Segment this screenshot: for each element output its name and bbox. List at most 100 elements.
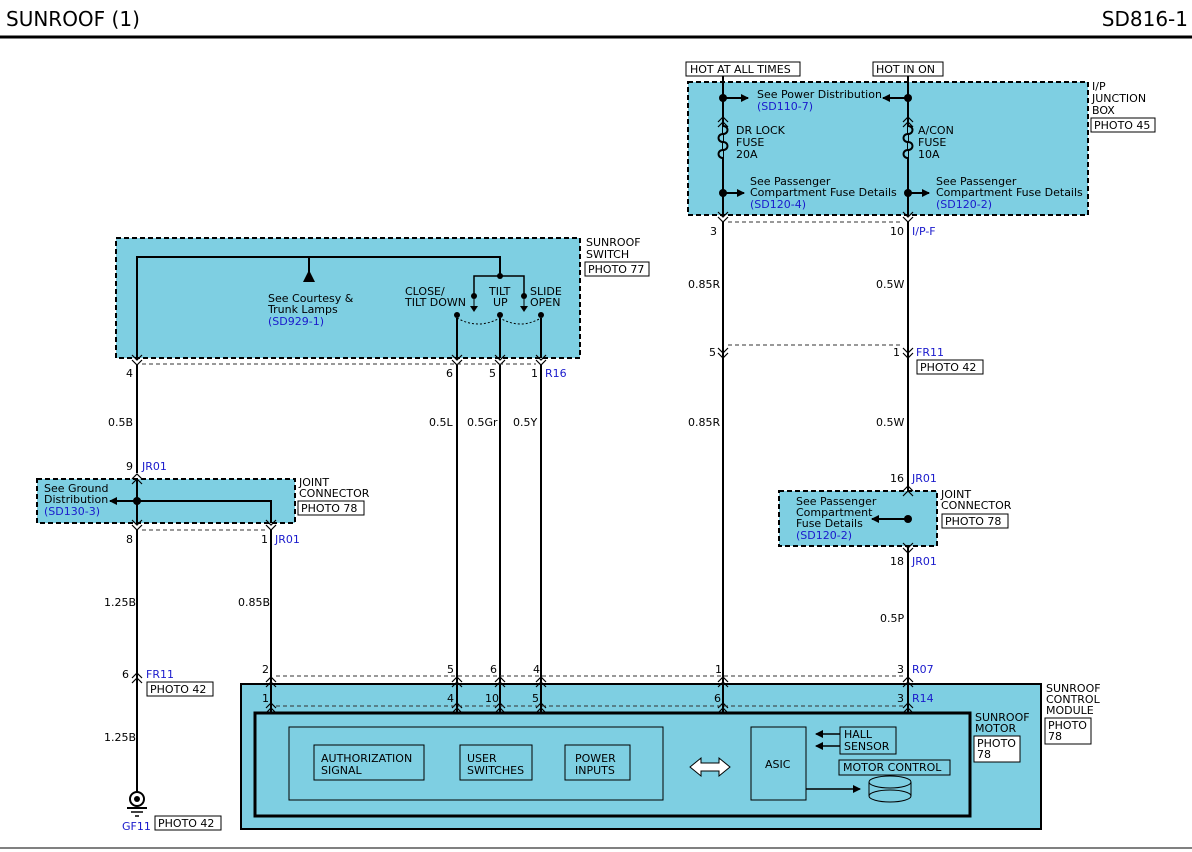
double-arrow-icon	[689, 756, 731, 778]
asic-label: ASIC	[765, 758, 791, 771]
wire-label: 1.25B	[104, 731, 136, 744]
fr11-photo: PHOTO 42	[920, 361, 976, 374]
ground-dist-line2: Distribution	[44, 493, 108, 506]
wire-label: 0.5Gr	[467, 416, 498, 429]
power-inputs-2: INPUTS	[575, 764, 615, 777]
r14-pin-3: 3	[897, 692, 904, 705]
module-label-1: SUNROOF	[1046, 682, 1101, 695]
r07-pin-3: 3	[897, 663, 904, 676]
r07-pin-1: 1	[715, 663, 722, 676]
user-switches-1: USER	[467, 752, 497, 765]
ground-dist-ref: (SD130-3)	[44, 505, 100, 518]
courtesy-line1: See Courtesy &	[268, 292, 354, 305]
ipf-pin-3: 3	[710, 225, 717, 238]
power-distribution-text: See Power Distribution	[757, 88, 882, 101]
jr01-connector-name: JR01	[911, 472, 937, 485]
auth-signal-1: AUTHORIZATION	[321, 752, 412, 765]
pcfd-right-ref: (SD120-2)	[796, 529, 852, 542]
jr01-connector-name: JR01	[274, 533, 300, 546]
jr01-connector-name: JR01	[141, 460, 167, 473]
pcfd1-ref: (SD120-4)	[750, 198, 806, 211]
r14-pin-6: 6	[714, 692, 721, 705]
auth-signal-2: SIGNAL	[321, 764, 363, 777]
r07-pin-6: 6	[490, 663, 497, 676]
ipjb-photo: PHOTO 45	[1094, 119, 1150, 132]
close-label-2: TILT DOWN	[404, 296, 466, 309]
fr11-pin-1: 1	[893, 346, 900, 359]
hall-sensor-1: HALL	[844, 728, 873, 741]
pcfd1-line1: See Passenger	[750, 175, 831, 188]
jr01-pin-18: 18	[890, 555, 904, 568]
motor-photo-1: PHOTO	[977, 737, 1016, 750]
module-photo-2: 78	[1048, 730, 1062, 743]
fuse-icon	[902, 125, 914, 159]
wire-label: 0.5Y	[513, 416, 537, 429]
module-photo-1: PHOTO	[1048, 719, 1087, 732]
r16-pin-4: 4	[126, 367, 133, 380]
r16-pin-6: 6	[446, 367, 453, 380]
switch-photo: PHOTO 77	[588, 263, 644, 276]
r07-pin-4: 4	[533, 663, 540, 676]
hot-at-all-times-label: HOT AT ALL TIMES	[690, 63, 791, 76]
tilt-label-1: TILT	[488, 285, 511, 298]
jc-right-label-1: JOINT	[940, 488, 971, 501]
user-switches-2: SWITCHES	[467, 764, 524, 777]
fuse1-rating: 20A	[736, 148, 758, 161]
ipjb-label-3: BOX	[1092, 104, 1115, 117]
page-title: SUNROOF (1)	[6, 7, 140, 31]
sunroof-control-module: SUNROOF CONTROL MODULE PHOTO 78 1 4 10 5…	[240, 676, 1101, 830]
pcfd-right-line1: See Passenger	[796, 495, 877, 508]
page-code: SD816-1	[1102, 7, 1188, 31]
fuse-icon	[717, 125, 729, 159]
wire-label: 0.85R	[688, 416, 720, 429]
motor-photo-2: 78	[977, 748, 991, 761]
jc-left-label-1: JOINT	[298, 476, 329, 489]
wire-label: 0.5W	[876, 416, 904, 429]
close-label-1: CLOSE/	[405, 285, 445, 298]
switch-label-2: SWITCH	[586, 248, 629, 261]
fuse1-name: DR LOCK	[736, 124, 786, 137]
r07-pin-5: 5	[447, 663, 454, 676]
fuse2-rating: 10A	[918, 148, 940, 161]
hall-sensor-2: SENSOR	[844, 740, 890, 753]
wire-label: 0.5L	[429, 416, 453, 429]
courtesy-ref: (SD929-1)	[268, 315, 324, 328]
jr01-pin-1: 1	[261, 533, 268, 546]
r14-pin-10: 10	[485, 692, 499, 705]
fuse2-type: FUSE	[918, 136, 946, 149]
triangle-icon	[303, 270, 315, 282]
r16-pin-5: 5	[489, 367, 496, 380]
ground-name: GF11	[122, 820, 151, 833]
jc-left-label-2: CONNECTOR	[299, 487, 370, 500]
ipjb-label-1: I/P	[1092, 80, 1106, 93]
jc-right-photo: PHOTO 78	[945, 515, 1001, 528]
ipf-connector-name: I/P-F	[912, 225, 936, 238]
tilt-label-2: UP	[493, 296, 508, 309]
module-label-2: CONTROL	[1046, 693, 1101, 706]
power-inputs-1: POWER	[575, 752, 616, 765]
motor-label-2: MOTOR	[975, 722, 1017, 735]
ipf-pin-10: 10	[890, 225, 904, 238]
fuse2-name: A/CON	[918, 124, 954, 137]
pcfd2-line1: See Passenger	[936, 175, 1017, 188]
pcfd2-ref: (SD120-2)	[936, 198, 992, 211]
wire-label: 0.5P	[880, 612, 904, 625]
jc-right-label-2: CONNECTOR	[941, 499, 1012, 512]
ground-dist-line1: See Ground	[44, 482, 108, 495]
r16-pin-1: 1	[531, 367, 538, 380]
fr11-pin-5: 5	[709, 346, 716, 359]
module-label-3: MODULE	[1046, 704, 1094, 717]
ground-symbol	[127, 791, 147, 817]
hot-in-on-label: HOT IN ON	[876, 63, 935, 76]
pcfd-right-line2: Compartment	[796, 506, 873, 519]
r14-pin-4: 4	[447, 692, 454, 705]
jr01-pin-8: 8	[126, 533, 133, 546]
wire-label: 0.85B	[238, 596, 270, 609]
slide-label-1: SLIDE	[530, 285, 562, 298]
fuse1-type: FUSE	[736, 136, 764, 149]
wire-label: 0.5B	[108, 416, 133, 429]
fr11-connector-name: FR11	[916, 346, 944, 359]
motor-control-label: MOTOR CONTROL	[843, 761, 942, 774]
r14-pin-1: 1	[262, 692, 269, 705]
jc-left-photo: PHOTO 78	[301, 502, 357, 515]
